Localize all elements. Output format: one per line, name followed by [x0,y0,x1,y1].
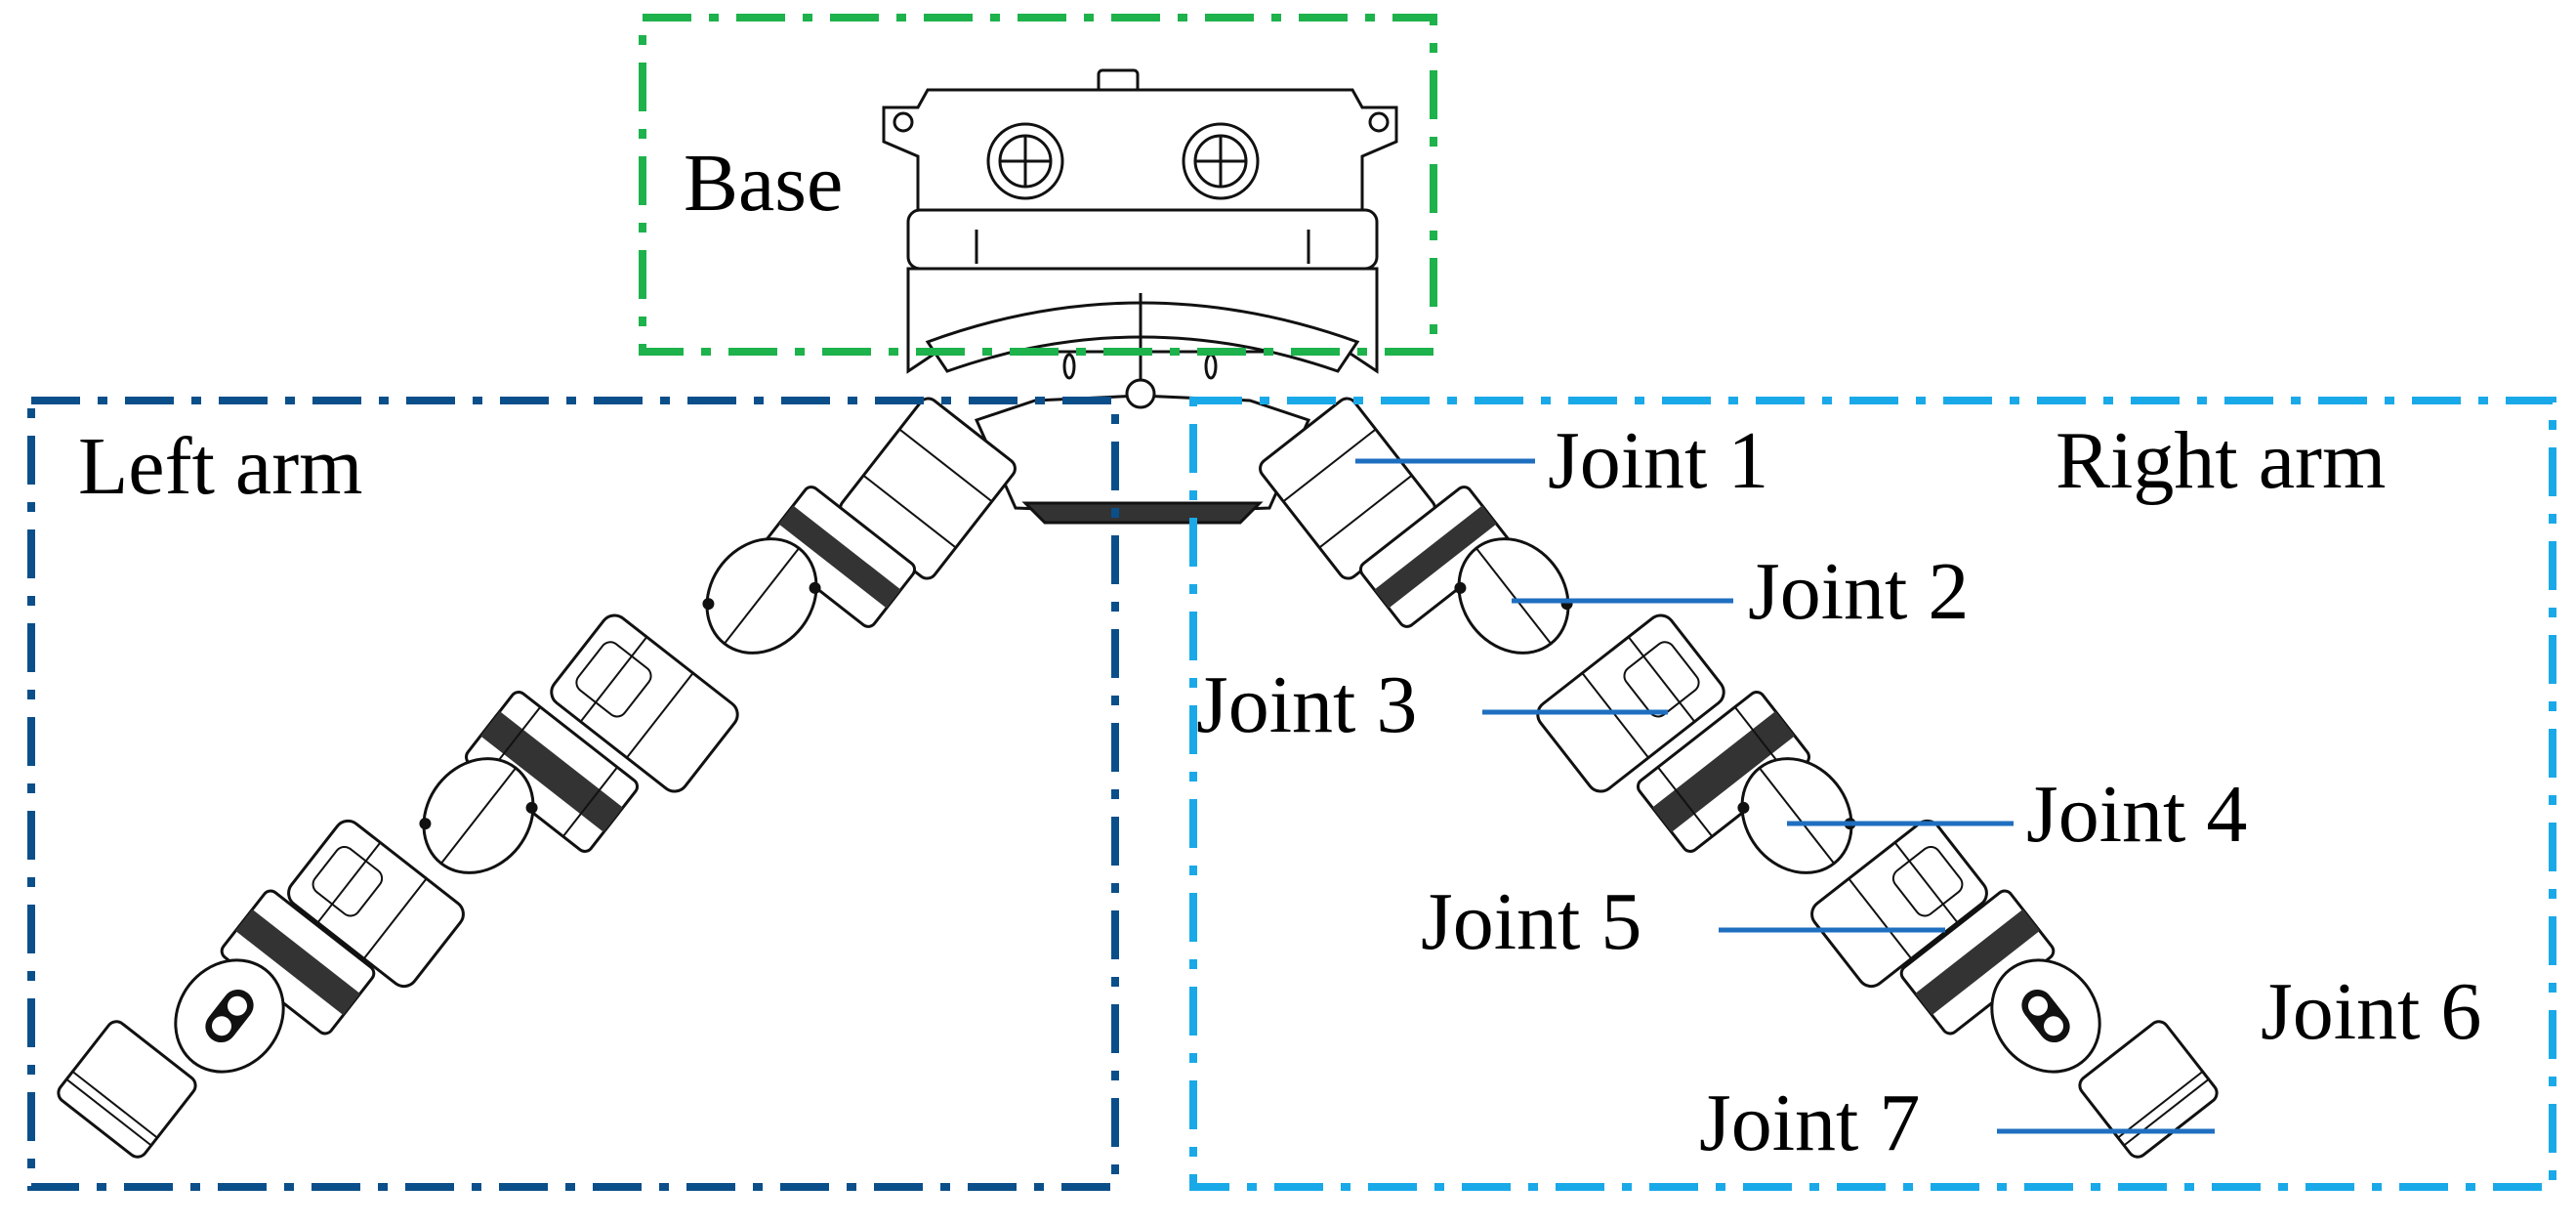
joint-1-label: Joint 1 [1548,415,1769,506]
right-arm-region-box [1189,397,2556,1191]
base-region-box [639,14,1437,356]
joint-3-label: Joint 3 [1196,659,1418,750]
joint-7-label: Joint 7 [1699,1078,1921,1168]
left-arm-label: Left arm [78,421,363,512]
left-arm-region-box [27,397,1119,1191]
joint-5-label: Joint 5 [1421,876,1642,967]
base-label: Base [684,138,844,229]
base-drawing [882,68,1398,525]
joint-2-label: Joint 2 [1748,546,1970,637]
right-arm-label: Right arm [2056,415,2387,506]
joint-leader-lines [1355,458,2215,1134]
joint-6-label: Joint 6 [2261,966,2482,1057]
joint-4-label: Joint 4 [2026,769,2248,860]
